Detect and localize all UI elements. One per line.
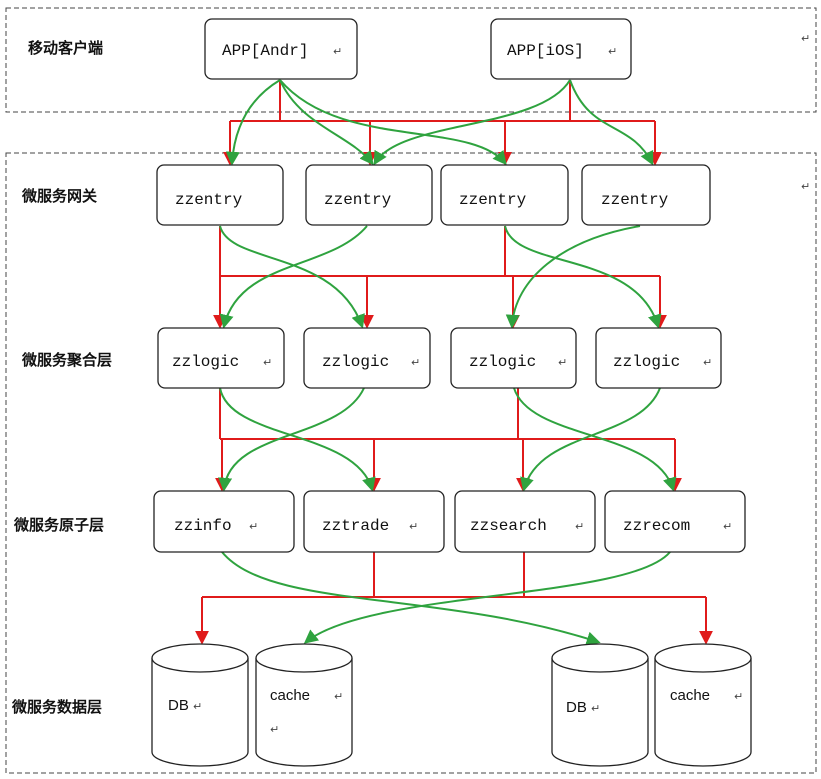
zone-mark: ↵ <box>801 32 810 45</box>
store-label: DB <box>168 697 189 714</box>
return-mark: ↵ <box>333 45 342 58</box>
node-label: zzentry <box>459 191 527 209</box>
atom-node-zzinfo: zzinfo ↵ <box>153 490 295 553</box>
logic-node: zzlogic ↵ <box>595 327 722 389</box>
db-cylinder: DB ↵ <box>551 643 649 767</box>
layer-label-gateway: 微服务网关 <box>21 187 97 205</box>
app-node-android: APP[Andr] ↵ <box>204 18 358 80</box>
node-label: zzentry <box>324 191 392 209</box>
zone-mark: ↵ <box>801 180 810 193</box>
layer-label-mobile: 移动客户端 <box>28 39 103 57</box>
node-label: zztrade <box>322 517 389 535</box>
db-cylinder: DB ↵ <box>151 643 249 767</box>
mobile-zone <box>5 7 817 113</box>
return-mark: ↵ <box>558 356 567 369</box>
return-mark: ↵ <box>249 520 258 533</box>
cache-cylinder: cache ↵ ↵ <box>255 643 353 767</box>
layer-label-aggregation: 微服务聚合层 <box>21 351 112 369</box>
return-mark: ↵ <box>270 723 279 736</box>
return-mark: ↵ <box>409 520 418 533</box>
return-mark: ↵ <box>591 702 600 715</box>
node-label: APP[Andr] <box>222 42 308 60</box>
return-mark: ↵ <box>734 690 743 703</box>
return-mark: ↵ <box>608 45 617 58</box>
return-mark: ↵ <box>703 356 712 369</box>
atom-node-zzrecom: zzrecom ↵ <box>604 490 746 553</box>
node-label: zzlogic <box>469 353 536 371</box>
logic-node: zzlogic ↵ <box>157 327 285 389</box>
store-label: cache <box>270 687 310 704</box>
layer-label-atomic: 微服务原子层 <box>13 516 104 534</box>
node-label: zzlogic <box>322 353 389 371</box>
node-label: zzentry <box>175 191 243 209</box>
return-mark: ↵ <box>575 520 584 533</box>
cache-cylinder: cache ↵ <box>654 643 752 767</box>
gateway-node: zzentry <box>581 164 711 226</box>
node-label: zzlogic <box>172 353 239 371</box>
service-zone <box>5 152 817 774</box>
node-label: zzentry <box>601 191 669 209</box>
node-label: zzinfo <box>174 517 232 535</box>
return-mark: ↵ <box>411 356 420 369</box>
app-node-ios: APP[iOS] ↵ <box>490 18 632 80</box>
return-mark: ↵ <box>334 690 343 703</box>
gateway-node: zzentry <box>440 164 569 226</box>
node-label: APP[iOS] <box>507 42 584 60</box>
node-label: zzlogic <box>613 353 680 371</box>
return-mark: ↵ <box>263 356 272 369</box>
atom-node-zztrade: zztrade ↵ <box>303 490 445 553</box>
logic-node: zzlogic ↵ <box>303 327 431 389</box>
green-connectors <box>218 79 677 646</box>
logic-node: zzlogic ↵ <box>450 327 577 389</box>
store-label: cache <box>670 687 710 704</box>
return-mark: ↵ <box>193 700 202 713</box>
node-label: zzsearch <box>470 517 547 535</box>
node-label: zzrecom <box>623 517 690 535</box>
atom-node-zzsearch: zzsearch ↵ <box>454 490 596 553</box>
gateway-node: zzentry <box>305 164 433 226</box>
return-mark: ↵ <box>723 520 732 533</box>
gateway-node: zzentry <box>156 164 284 226</box>
store-label: DB <box>566 699 587 716</box>
layer-label-data: 微服务数据层 <box>11 698 102 716</box>
